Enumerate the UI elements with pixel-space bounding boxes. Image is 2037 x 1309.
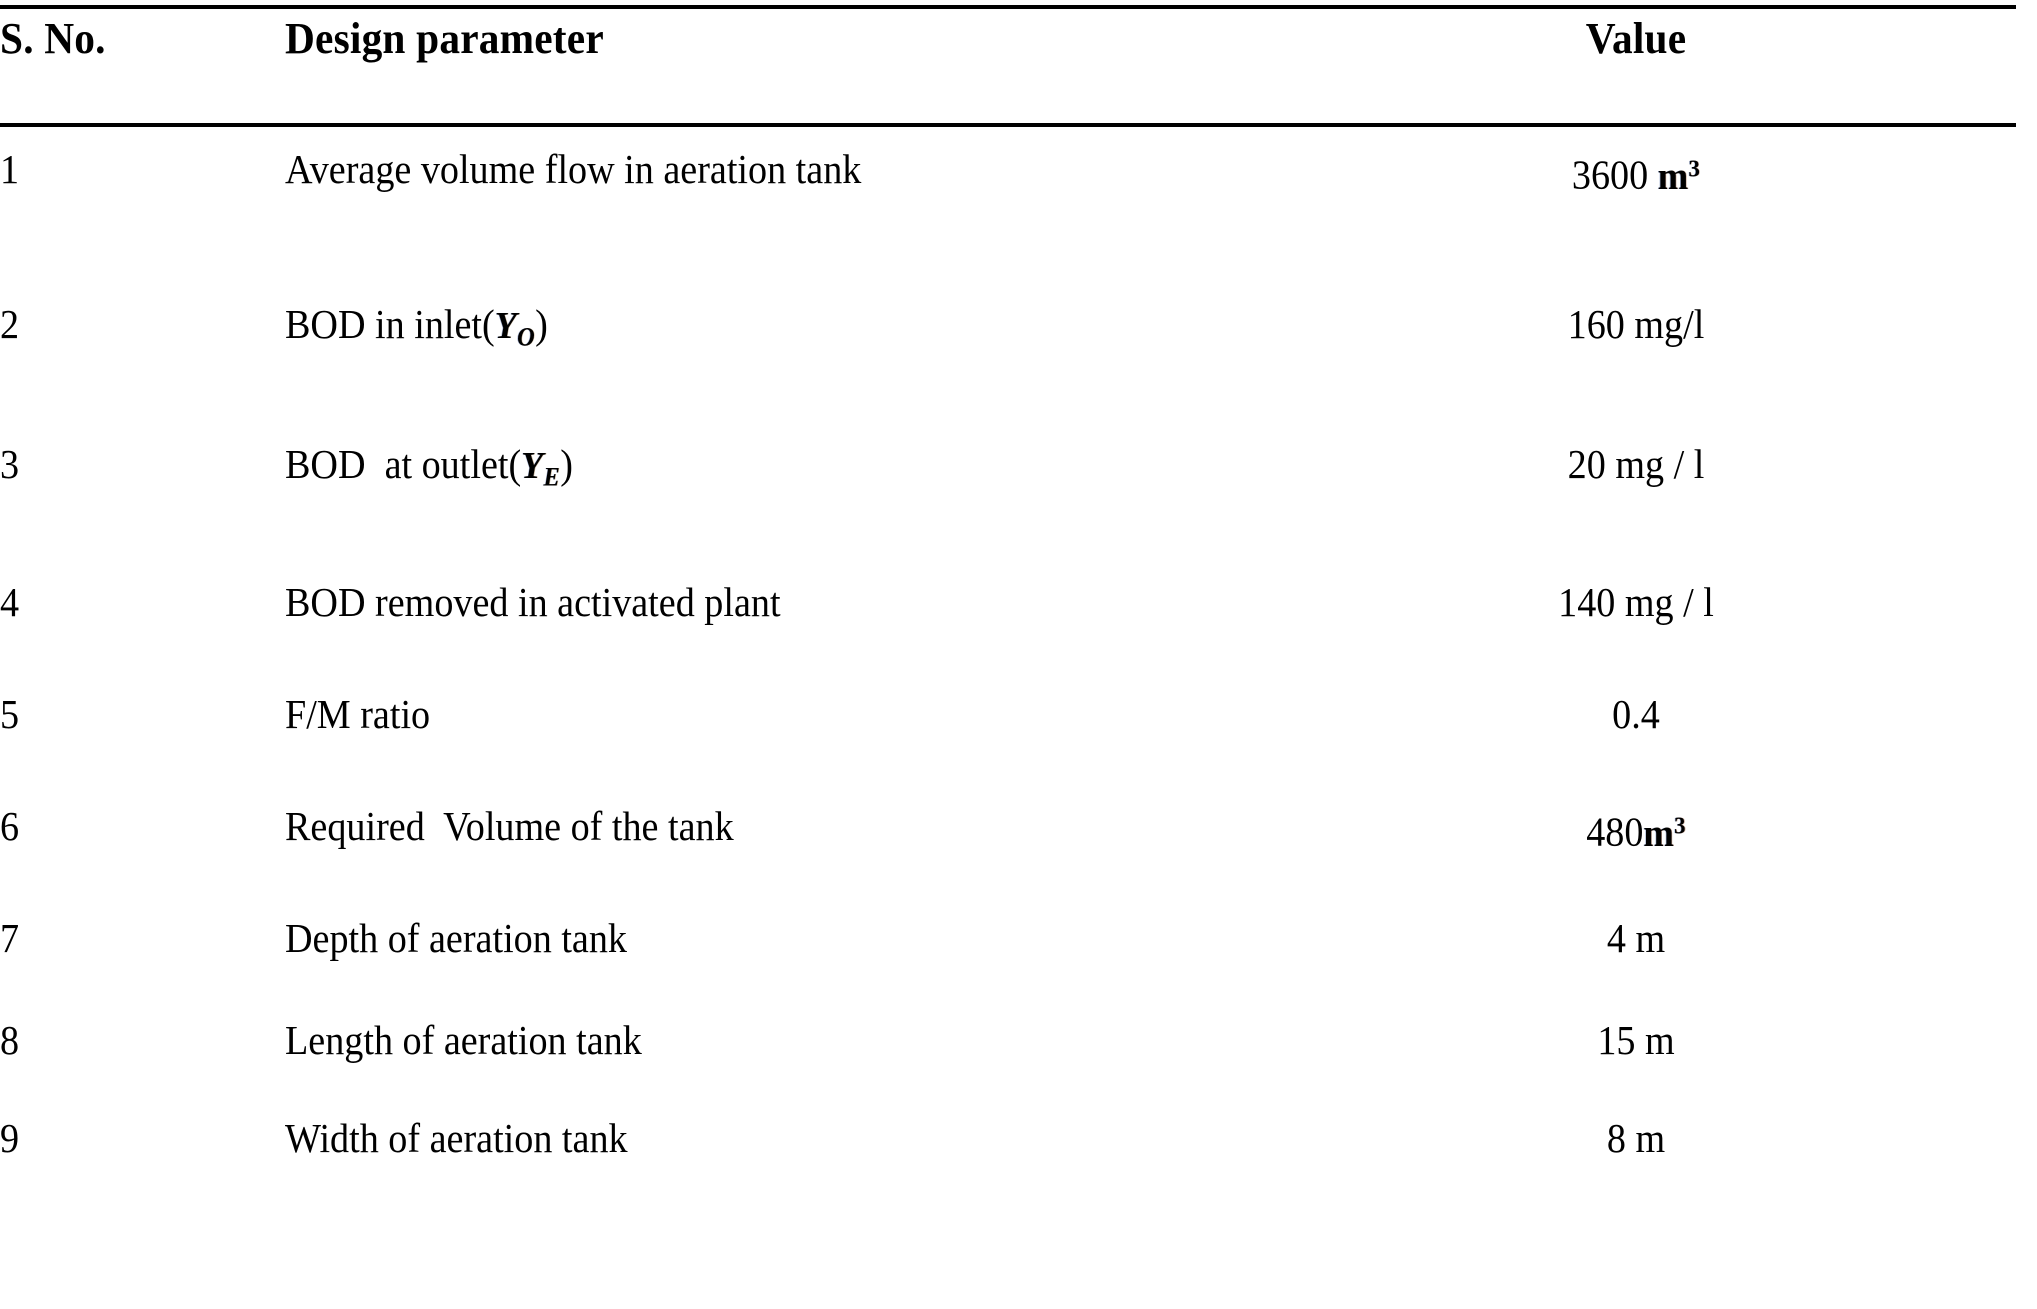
column-header-param: Design parameter — [285, 14, 604, 63]
variable-bod-outlet: YE — [521, 445, 560, 491]
row-value: 0.4 — [1612, 691, 1660, 737]
variable-subscript: O — [517, 322, 536, 352]
table-row: 7 Depth of aeration tank 4 m — [0, 915, 2037, 1017]
param-text-pre: BOD in inlet( — [285, 301, 495, 347]
row-sno: 3 — [0, 441, 20, 487]
row-value: 3600 m3 — [1263, 132, 2009, 301]
column-header-sno: S. No. — [0, 14, 106, 63]
row-param: BOD at outlet(YE) — [285, 441, 1169, 579]
table-row: 5 F/M ratio 0.4 — [0, 691, 2037, 803]
table-body: 1 Average volume flow in aeration tank 3… — [0, 132, 2037, 1213]
row-param: Depth of aeration tank — [285, 915, 627, 961]
row-value: 4 m — [1606, 915, 1666, 961]
unit-cubic-metre: m3 — [1643, 811, 1685, 855]
unit-base: m — [1643, 810, 1675, 855]
row-param: Average volume flow in aeration tank — [285, 146, 862, 192]
row-value: 160 mg/l — [1567, 301, 1705, 347]
row-sno: 5 — [0, 691, 20, 737]
variable-subscript: E — [543, 462, 561, 492]
table-row: 2 BOD in inlet(YO) 160 mg/l — [0, 301, 2037, 441]
table-header-rule — [0, 123, 2016, 127]
value-number: 480 — [1586, 808, 1644, 855]
table-top-rule — [0, 5, 2016, 9]
row-param: F/M ratio — [285, 691, 431, 737]
unit-exponent: 3 — [1688, 155, 1701, 182]
row-value: 480m3 — [1263, 803, 2009, 915]
row-value: 140 mg / l — [1558, 579, 1714, 625]
unit-cubic-metre: m3 — [1658, 154, 1700, 198]
value-number: 3600 — [1571, 151, 1658, 198]
table-header-row: S. No. Design parameter Value — [0, 0, 2037, 132]
row-param: BOD in inlet(YO) — [285, 301, 1169, 441]
design-parameter-table: S. No. Design parameter Value 1 Average … — [0, 0, 2037, 1213]
table-row: 4 BOD removed in activated plant 140 mg … — [0, 579, 2037, 691]
param-text-post: ) — [535, 301, 548, 347]
variable-symbol: Y — [521, 445, 544, 487]
row-sno: 8 — [0, 1017, 20, 1063]
param-text-pre: BOD at outlet( — [285, 441, 522, 487]
row-sno: 2 — [0, 301, 20, 347]
row-value: 20 mg / l — [1567, 441, 1705, 487]
table-row: 6 Required Volume of the tank 480m3 — [0, 803, 2037, 915]
row-value: 8 m — [1606, 1115, 1666, 1161]
variable-symbol: Y — [494, 305, 518, 347]
table-row: 9 Width of aeration tank 8 m — [0, 1115, 2037, 1213]
param-text-post: ) — [560, 441, 573, 487]
row-param: BOD removed in activated plant — [285, 579, 781, 625]
table-row: 1 Average volume flow in aeration tank 3… — [0, 132, 2037, 301]
row-param: Required Volume of the tank — [285, 803, 734, 849]
unit-base: m — [1657, 153, 1689, 198]
row-sno: 7 — [0, 915, 20, 961]
column-header-value: Value — [1585, 14, 1687, 63]
table-row: 8 Length of aeration tank 15 m — [0, 1017, 2037, 1115]
row-sno: 6 — [0, 803, 20, 849]
row-sno: 4 — [0, 579, 20, 625]
variable-bod-inlet: YO — [494, 305, 535, 351]
row-sno: 1 — [0, 146, 20, 192]
row-param: Width of aeration tank — [285, 1115, 628, 1161]
unit-exponent: 3 — [1674, 812, 1686, 839]
row-value: 15 m — [1597, 1017, 1675, 1063]
row-sno: 9 — [0, 1115, 20, 1161]
row-param: Length of aeration tank — [285, 1017, 642, 1063]
table-row: 3 BOD at outlet(YE) 20 mg / l — [0, 441, 2037, 579]
